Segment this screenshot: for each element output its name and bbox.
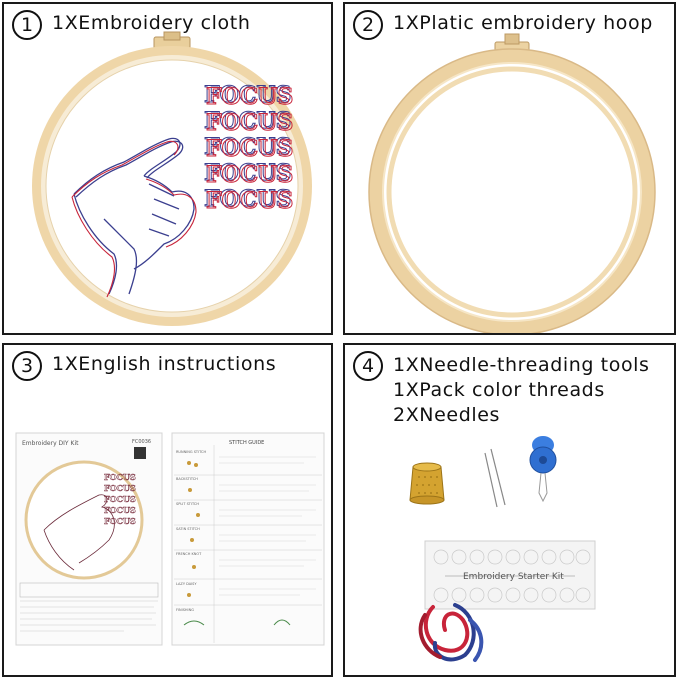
svg-text:FOCUS: FOCUS (204, 160, 291, 186)
svg-text:FOCUS: FOCUS (206, 188, 293, 214)
svg-text:RUNNING STITCH: RUNNING STITCH (176, 450, 206, 454)
focus-text-1: FOCUS (204, 82, 291, 108)
svg-text:SATIN STITCH: SATIN STITCH (176, 527, 200, 531)
panel-caption: 1XPlatic embroidery hoop (393, 12, 653, 34)
svg-text:FOCUS: FOCUS (206, 136, 293, 162)
svg-text:FOCUS: FOCUS (206, 84, 293, 110)
svg-text:FOCUS: FOCUS (206, 162, 293, 188)
tools-image: Embroidery Starter Kit (409, 436, 596, 662)
caption-line: 1XPack color threads (393, 379, 605, 401)
svg-text:FOCUS: FOCUS (206, 110, 293, 136)
svg-text:FOCUS: FOCUS (104, 516, 136, 526)
embroidery-cloth-image: FOCUS FOCUS FOCUS FOCUS FOCUS FOCUS FOCU… (32, 31, 312, 326)
plastic-hoop-image (368, 33, 656, 333)
needle-threader-icon (529, 436, 557, 503)
panel-tools: 4 1XNeedle-threading tools 1XPack color … (343, 343, 676, 677)
svg-text:SPLIT STITCH: SPLIT STITCH (176, 502, 199, 506)
guide-title: STITCH GUIDE (229, 440, 264, 446)
svg-text:BACKSTITCH: BACKSTITCH (176, 477, 198, 481)
panel-embroidery-hoop: 2 1XPlatic embroidery hoop (343, 2, 676, 335)
svg-text:FOCUS: FOCUS (104, 494, 136, 504)
panel-embroidery-cloth: 1 1XEmbroidery cloth FOCUS FOCUS FOCUS (2, 2, 333, 335)
panel-instructions: 3 1XEnglish instructions Embroidery DIY … (2, 343, 333, 677)
panel-caption: 1XEmbroidery cloth (52, 12, 251, 34)
panel-number: 1 (12, 10, 42, 40)
starter-kit-label: Embroidery Starter Kit (463, 572, 564, 582)
svg-text:FOCUS: FOCUS (104, 472, 136, 482)
threads-icon (418, 603, 484, 662)
panel-caption: 1XEnglish instructions (52, 353, 277, 375)
sheet-code: FC0036 (132, 439, 151, 445)
caption-line: 1XNeedle-threading tools (393, 354, 650, 376)
panel-number: 2 (353, 10, 383, 40)
panel-caption-list: 1XNeedle-threading tools 1XPack color th… (393, 353, 650, 428)
needles-icon (484, 448, 506, 508)
thimble-icon (409, 462, 445, 505)
svg-text:LAZY DAISY: LAZY DAISY (176, 582, 197, 586)
sheet-title: Embroidery DIY Kit (22, 440, 79, 447)
instruction-sheets-image: Embroidery DIY Kit FC0036 FOCUS FOCUS FO… (15, 432, 325, 646)
svg-text:FOCUS: FOCUS (104, 505, 136, 515)
svg-text:FOCUS: FOCUS (204, 186, 291, 212)
svg-text:FOCUS: FOCUS (104, 483, 136, 493)
svg-text:FRENCH KNOT: FRENCH KNOT (176, 552, 202, 556)
caption-line: 2XNeedles (393, 404, 501, 426)
panel-number: 3 (12, 351, 42, 381)
svg-text:FOCUS: FOCUS (204, 108, 291, 134)
panel-number: 4 (353, 351, 383, 381)
svg-text:FINISHING: FINISHING (176, 608, 194, 612)
svg-text:FOCUS: FOCUS (204, 134, 291, 160)
